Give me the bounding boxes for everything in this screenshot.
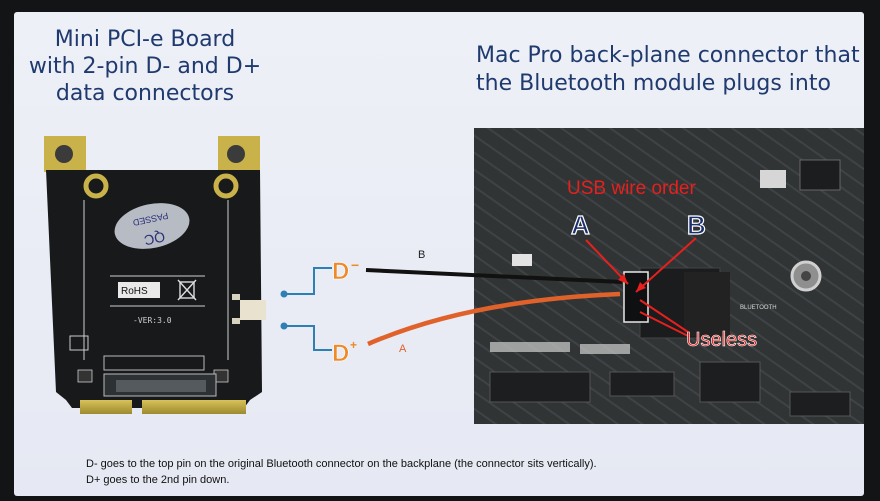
gold-fingers-left (80, 400, 132, 414)
connector-line-d-plus (284, 325, 332, 351)
bluetooth-socket (684, 272, 730, 336)
caption-line-1: D- goes to the top pin on the original B… (86, 458, 597, 470)
rohs-text: RoHS (121, 286, 148, 297)
d-plus-sign: + (350, 338, 357, 352)
wire-b-label: B (418, 249, 425, 261)
backplane-label-a: A (571, 210, 590, 240)
pin-header-tab-bottom (232, 318, 240, 324)
chip-top-right (799, 159, 841, 191)
rohs-badge (118, 282, 160, 298)
chip-bottom-corner (789, 391, 851, 417)
backplane-label-b: B (687, 210, 706, 240)
mount-hole-left (55, 145, 73, 163)
caption: D- goes to the top pin on the original B… (86, 456, 846, 488)
slot-outline (103, 355, 205, 371)
pin-connector-graphic: D − D + B A (280, 249, 425, 367)
caption-line-2: D+ goes to the 2nd pin down. (86, 474, 230, 486)
chip-bottom-right (699, 361, 761, 403)
wire-b (365, 268, 623, 284)
component-row-1 (490, 342, 570, 352)
wire-a-label: A (399, 343, 407, 355)
connector-line-d-minus (284, 267, 332, 295)
arrow-a-head (618, 274, 628, 284)
d-minus-sign: − (351, 257, 359, 273)
d-plus-label: D (332, 340, 349, 367)
right-title-line-2: the Bluetooth module plugs into (476, 71, 831, 96)
wire-a (367, 291, 621, 347)
left-title-line-3: data connectors (55, 81, 235, 106)
d-minus-label: D (332, 258, 349, 285)
weee-bin-icon (177, 279, 197, 301)
backplane-photo: BLUETOOTH (474, 128, 864, 424)
ring-left (83, 173, 109, 199)
arrow-b-head (636, 282, 646, 292)
left-title-line-1: Mini PCI-e Board (54, 27, 236, 52)
bluetooth-silkscreen: BLUETOOTH (740, 305, 777, 311)
chip-bottom-left (489, 371, 591, 403)
ring-right (213, 173, 239, 199)
left-title: Mini PCI-e Board with 2-pin D- and D+ da… (14, 26, 276, 107)
arrow-a (585, 239, 629, 285)
component-lower-left (77, 369, 93, 383)
pin-dot-bottom (280, 322, 288, 330)
arrow-useless-2 (639, 311, 689, 337)
left-title-line-2: with 2-pin D- and D+ (28, 54, 262, 79)
component-left (69, 335, 89, 351)
pin-header-tab-top (232, 294, 240, 300)
arrow-useless-1 (639, 299, 689, 333)
small-header (512, 254, 532, 266)
pin-header (240, 300, 266, 320)
connector-slot-inner (116, 380, 206, 392)
gold-fingers-right (142, 400, 246, 414)
antenna-jack-center (801, 271, 811, 281)
right-title: Mac Pro back-plane connector that the Bl… (476, 42, 864, 98)
mount-hole-right (227, 145, 245, 163)
mini-pcie-board: QC PASSED RoHS -VER:3.0 (44, 136, 266, 414)
arrow-b (635, 237, 697, 293)
useless-label: Useless (686, 329, 757, 351)
right-title-line-1: Mac Pro back-plane connector that (476, 43, 860, 68)
component-white-top (760, 170, 786, 188)
chip-bottom-mid (609, 371, 675, 397)
component-row-2 (580, 344, 630, 354)
version-text: -VER:3.0 (133, 316, 172, 325)
pin-dot-top (280, 290, 288, 298)
qc-sticker (114, 203, 190, 249)
usb-wire-order-label: USB wire order (567, 178, 696, 199)
sticker-qc: QC (143, 229, 167, 249)
annotations: USB wire order A B Useless (567, 178, 757, 351)
